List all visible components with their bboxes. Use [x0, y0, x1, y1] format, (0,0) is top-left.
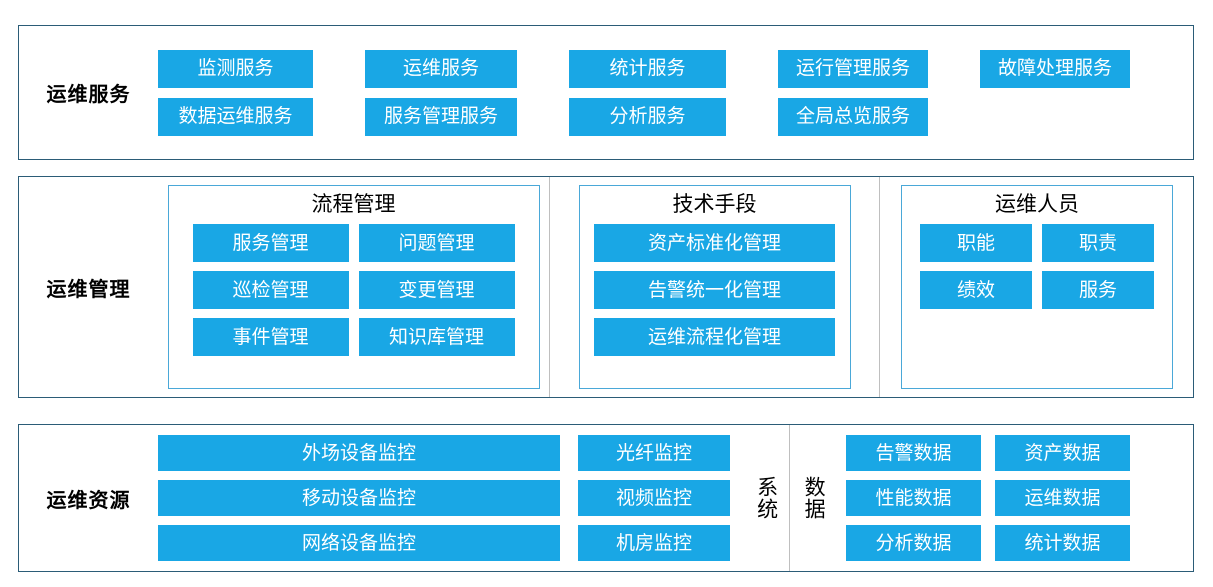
service-chip-statistics[interactable]: 统计服务 [569, 49, 726, 88]
subgroup-grid-technology: 资产标准化管理 告警统一化管理 运维流程化管理 [594, 224, 835, 357]
layer-label-services: 运维服务 [46, 84, 131, 106]
resource-group-monitoring: 光纤监控 视频监控 机房监控 [578, 435, 730, 561]
layer-panel-services: 运维服务 监测服务 运维服务 统计服务 运行管理服务 故障处理服务 数据运维服务… [18, 25, 1194, 160]
resource-group-data: 告警数据 资产数据 性能数据 运维数据 分析数据 统计数据 [846, 435, 1130, 561]
resource-vertical-label-data: 数据 [789, 425, 836, 571]
resource-chip-equipment-room-monitoring[interactable]: 机房监控 [578, 525, 730, 561]
management-column-process: 流程管理 服务管理 问题管理 巡检管理 变更管理 事件管理 知识库管理 [158, 177, 549, 397]
management-column-technology: 技术手段 资产标准化管理 告警统一化管理 运维流程化管理 [549, 177, 879, 397]
services-row-1: 监测服务 运维服务 统计服务 运行管理服务 故障处理服务 [158, 49, 1193, 88]
subgroup-title-personnel: 运维人员 [995, 193, 1079, 216]
data-chip-analysis-data[interactable]: 分析数据 [846, 525, 981, 561]
layer-body-services: 监测服务 运维服务 统计服务 运行管理服务 故障处理服务 数据运维服务 服务管理… [158, 26, 1193, 159]
tech-chip-ops-process-management[interactable]: 运维流程化管理 [594, 318, 835, 357]
tech-chip-alarm-unification[interactable]: 告警统一化管理 [594, 271, 835, 310]
resource-vertical-label-system: 系统 [754, 476, 778, 520]
data-chip-statistics-data[interactable]: 统计数据 [995, 525, 1130, 561]
service-chip-fault-handling[interactable]: 故障处理服务 [980, 49, 1130, 88]
subgroup-grid-process: 服务管理 问题管理 巡检管理 变更管理 事件管理 知识库管理 [192, 224, 515, 357]
data-chip-asset-data[interactable]: 资产数据 [995, 435, 1130, 471]
layer-body-resources: 外场设备监控 移动设备监控 网络设备监控 光纤监控 视频监控 机房监控 系统 数… [158, 425, 1193, 571]
resource-chip-fiber-monitoring[interactable]: 光纤监控 [578, 435, 730, 471]
tech-chip-asset-standardization[interactable]: 资产标准化管理 [594, 224, 835, 263]
service-chip-data-ops[interactable]: 数据运维服务 [158, 97, 313, 136]
process-chip-problem-management[interactable]: 问题管理 [358, 224, 515, 263]
service-chip-analysis[interactable]: 分析服务 [569, 97, 726, 136]
process-chip-knowledge-base-management[interactable]: 知识库管理 [358, 318, 515, 357]
personnel-chip-performance[interactable]: 绩效 [920, 271, 1032, 310]
data-chip-performance-data[interactable]: 性能数据 [846, 480, 981, 516]
data-chip-alarm-data[interactable]: 告警数据 [846, 435, 981, 471]
service-chip-operation-management[interactable]: 运行管理服务 [778, 49, 928, 88]
services-row-2: 数据运维服务 服务管理服务 分析服务 全局总览服务 [158, 97, 1193, 136]
layer-panel-resources: 运维资源 外场设备监控 移动设备监控 网络设备监控 光纤监控 视频监控 机房监控… [18, 424, 1194, 572]
subgroup-title-technology: 技术手段 [672, 193, 757, 216]
subgroup-grid-personnel: 职能 职责 绩效 服务 [920, 224, 1154, 310]
data-chip-ops-data[interactable]: 运维数据 [995, 480, 1130, 516]
layer-body-management: 流程管理 服务管理 问题管理 巡检管理 变更管理 事件管理 知识库管理 技术手段 [158, 177, 1194, 397]
process-chip-event-management[interactable]: 事件管理 [192, 318, 349, 357]
personnel-chip-responsibility[interactable]: 职责 [1042, 224, 1154, 263]
service-chip-global-overview[interactable]: 全局总览服务 [778, 97, 928, 136]
resource-chip-video-monitoring[interactable]: 视频监控 [578, 480, 730, 516]
resource-chip-field-device-monitoring[interactable]: 外场设备监控 [158, 435, 560, 471]
subgroup-title-process: 流程管理 [311, 193, 396, 216]
personnel-chip-function[interactable]: 职能 [920, 224, 1032, 263]
personnel-chip-service[interactable]: 服务 [1042, 271, 1154, 310]
layer-panel-management: 运维管理 流程管理 服务管理 问题管理 巡检管理 变更管理 事件管理 知识库管理 [18, 176, 1194, 398]
management-column-personnel: 运维人员 职能 职责 绩效 服务 [879, 177, 1194, 397]
process-chip-change-management[interactable]: 变更管理 [358, 271, 515, 310]
service-chip-monitoring[interactable]: 监测服务 [158, 49, 313, 88]
process-chip-inspection-management[interactable]: 巡检管理 [192, 271, 349, 310]
resource-group-devices: 外场设备监控 移动设备监控 网络设备监控 [158, 435, 560, 561]
layer-label-management: 运维管理 [46, 278, 131, 301]
resource-chip-network-device-monitoring[interactable]: 网络设备监控 [158, 525, 560, 561]
resource-chip-mobile-device-monitoring[interactable]: 移动设备监控 [158, 480, 560, 516]
subgroup-ops-personnel: 运维人员 职能 职责 绩效 服务 [901, 185, 1173, 389]
service-chip-service-management[interactable]: 服务管理服务 [365, 97, 517, 136]
subgroup-process-management: 流程管理 服务管理 问题管理 巡检管理 变更管理 事件管理 知识库管理 [167, 185, 540, 389]
layer-label-resources: 运维资源 [46, 489, 131, 512]
service-chip-ops[interactable]: 运维服务 [365, 49, 517, 88]
process-chip-service-management[interactable]: 服务管理 [192, 224, 349, 263]
services-grid: 监测服务 运维服务 统计服务 运行管理服务 故障处理服务 数据运维服务 服务管理… [158, 26, 1193, 159]
subgroup-technical-means: 技术手段 资产标准化管理 告警统一化管理 运维流程化管理 [578, 185, 851, 389]
